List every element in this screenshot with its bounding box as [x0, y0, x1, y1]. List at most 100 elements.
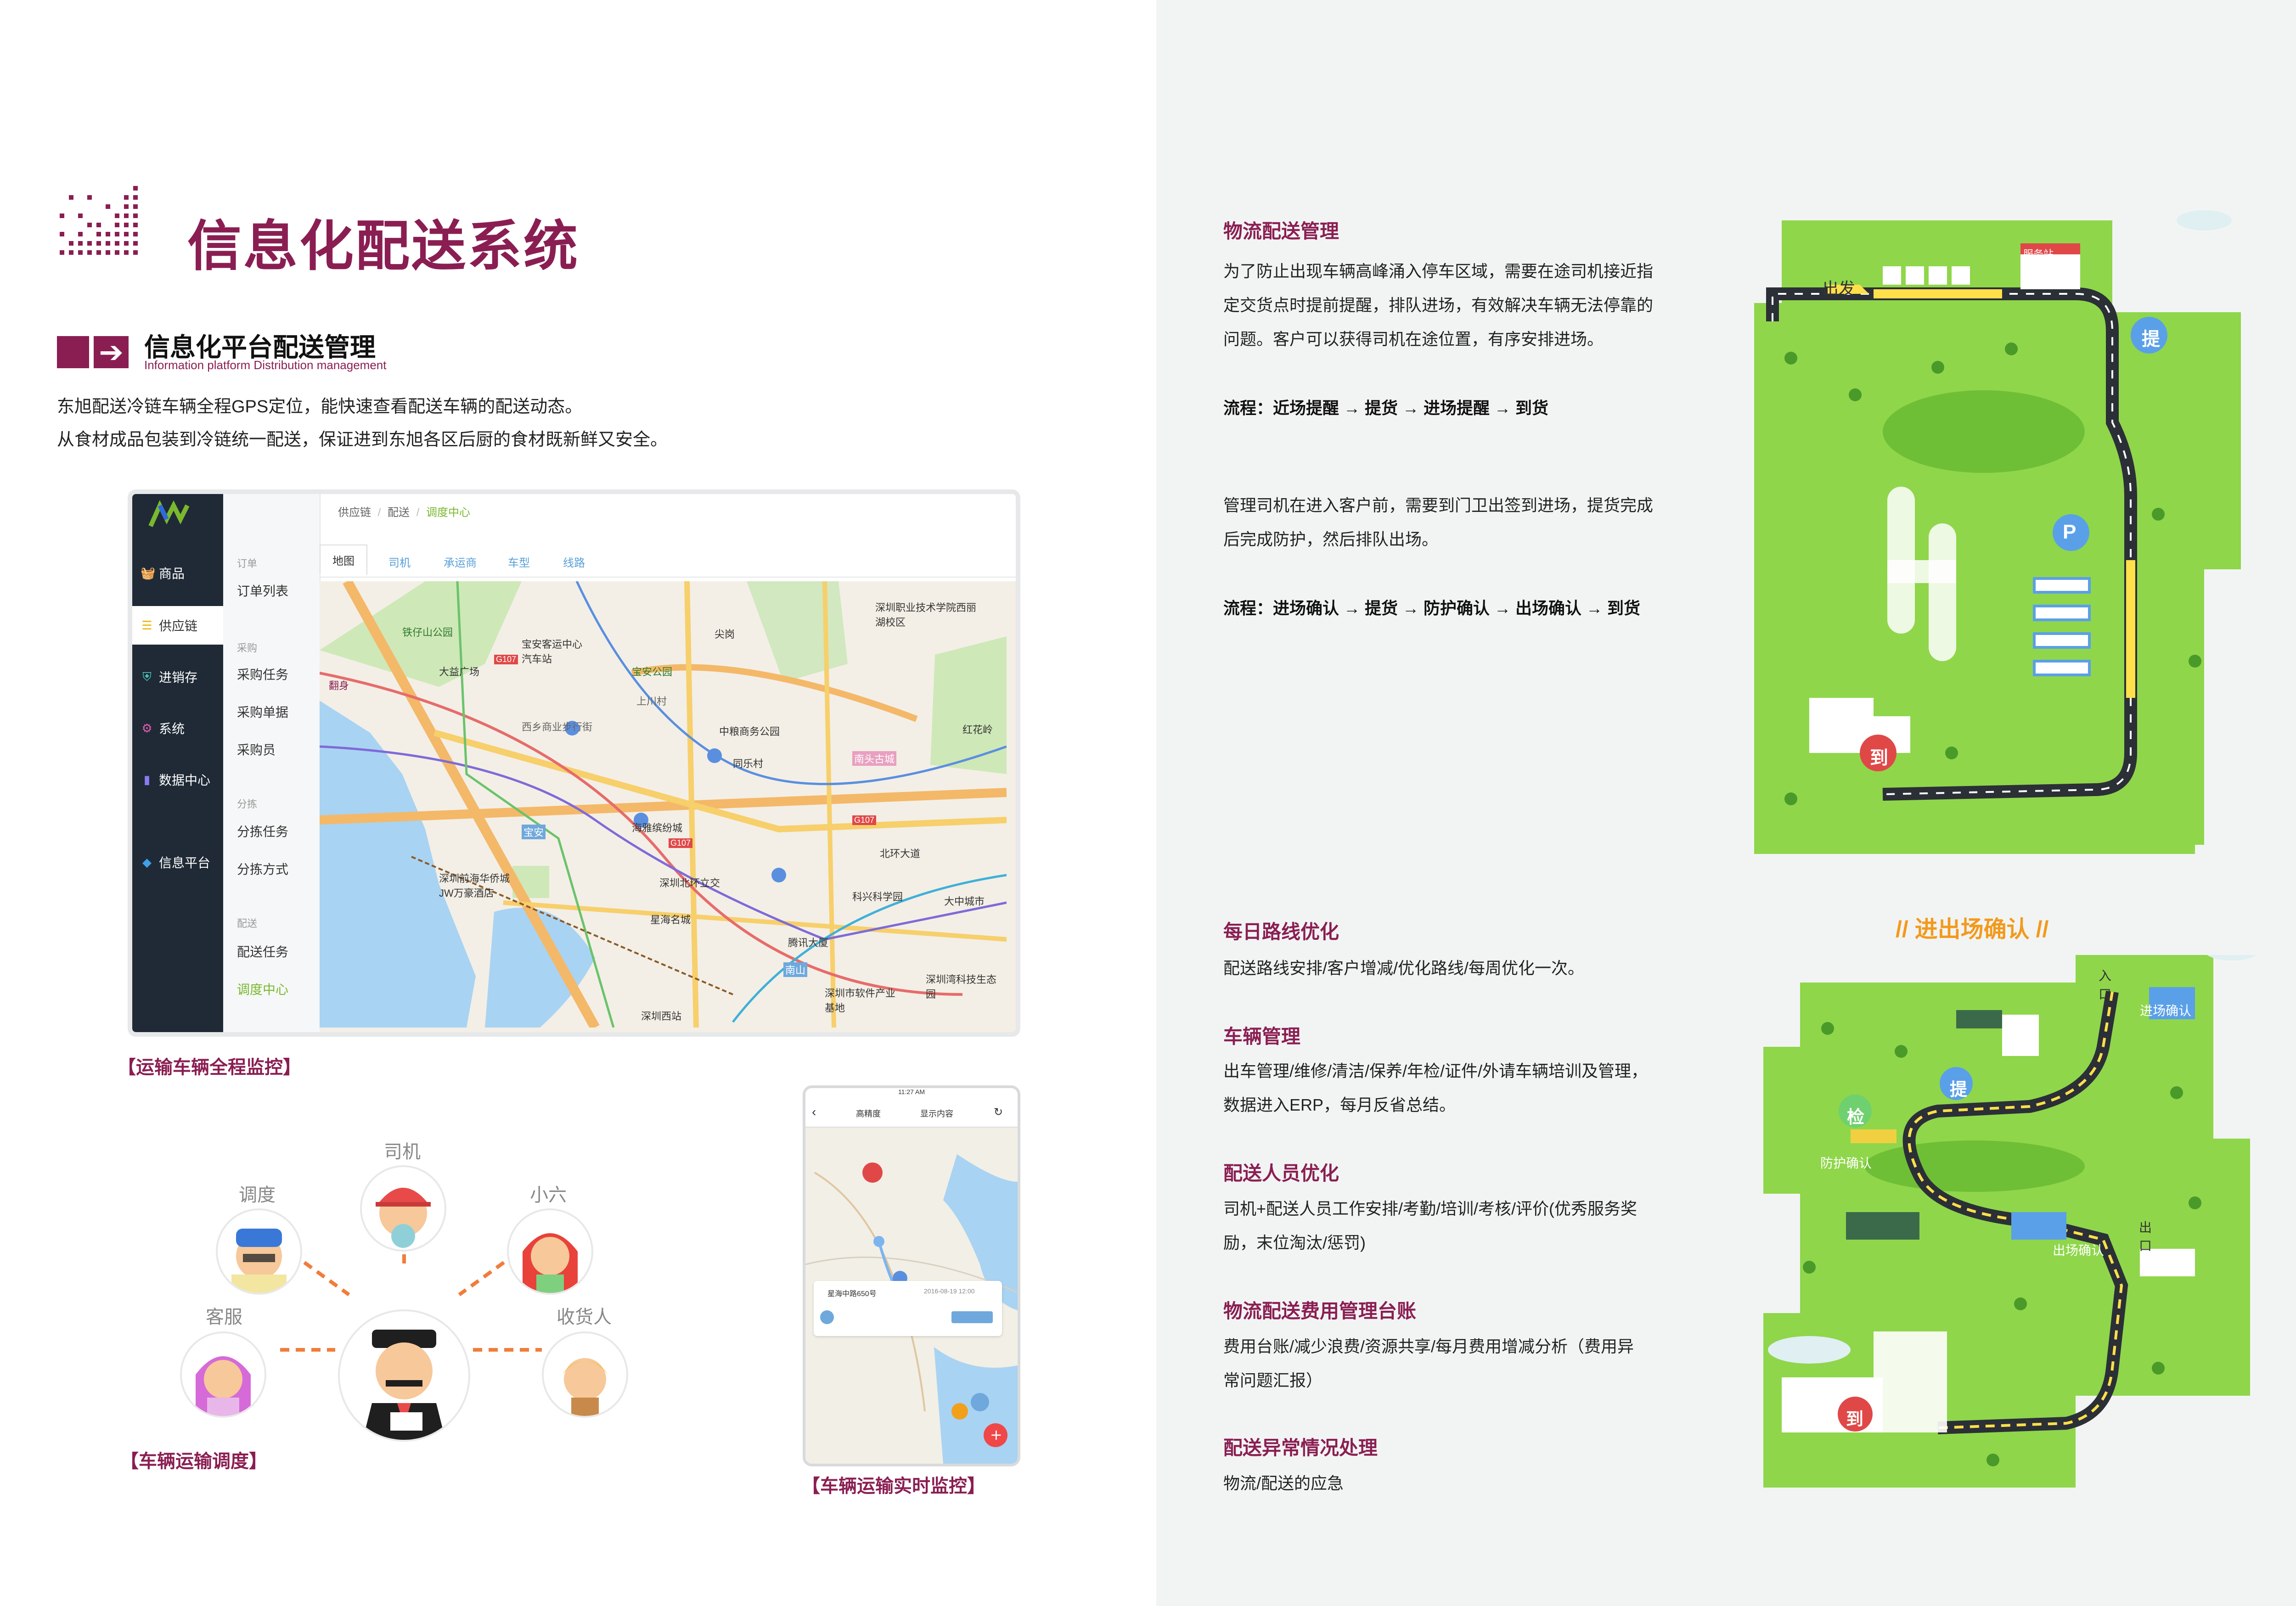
illus-label-arrive: 到 — [1870, 748, 1888, 768]
illus-label-exit-1: 出 — [2139, 1220, 2152, 1235]
filter-precision[interactable]: 高精度 — [856, 1109, 881, 1118]
tab-vehicle-type[interactable]: 车型 — [508, 557, 530, 569]
map-label: 深圳前海华侨城JW万豪酒店 — [439, 873, 510, 899]
submenu-header-sort: 分拣 — [237, 798, 258, 810]
role-label-driver: 司机 — [384, 1142, 421, 1162]
tab-carrier[interactable]: 承运商 — [444, 557, 477, 569]
map-label: 同乐村 — [733, 758, 764, 769]
illustration-title-entry-exit: // 进出场确认 // — [1896, 916, 2049, 942]
paragraph-staff: 司机+配送人员工作安排/考勤/培训/考核/评价(优秀服务奖 励，末位淘汰/惩罚) — [1223, 1199, 1638, 1252]
arrow-right-icon: ➔ — [94, 336, 129, 368]
map-label: 中粮商务公园 — [719, 726, 780, 737]
submenu-header-delivery: 配送 — [237, 918, 258, 929]
submenu-header-purchase: 采购 — [237, 642, 258, 654]
sidebar-item-supply-chain[interactable]: ☰供应链 — [132, 606, 223, 645]
illus-label-service-station: 服务站 — [2023, 248, 2054, 260]
refresh-icon[interactable]: ↻ — [994, 1106, 1003, 1118]
map-label: 宝安公园 — [632, 666, 673, 678]
sidebar-item-info-platform[interactable]: ◆信息平台 — [132, 843, 223, 882]
sidebar-item-system[interactable]: ⚙系统 — [132, 709, 223, 747]
filter-content[interactable]: 显示内容 — [920, 1109, 953, 1118]
illus-label-exit-2: 口 — [2139, 1239, 2152, 1253]
illus-label-entry-2: 口 — [2099, 987, 2112, 1001]
flow-entry-confirm: 流程：进场确认 → 提货 → 防护确认 → 出场确认 → 到货 — [1223, 599, 1641, 618]
illus-label-arrive-2: 到 — [1846, 1410, 1864, 1429]
avatar-customer-service — [180, 1331, 266, 1418]
submenu-item-order-list[interactable]: 订单列表 — [237, 584, 289, 598]
paragraph-logistics-1: 为了防止出现车辆高峰涌入停车区域，需要在途司机接近指 定交货点时提前提醒，排队进… — [1223, 262, 1654, 348]
map-label: 科兴科学园 — [852, 891, 903, 903]
breadcrumb-item[interactable]: 供应链 — [338, 506, 371, 519]
map-label: 南山 — [783, 962, 808, 977]
tab-map[interactable]: 地图 — [320, 545, 367, 575]
bar-chart-icon: ▮ — [143, 773, 151, 786]
map-label: 尖岗 — [715, 629, 735, 640]
breadcrumb-item[interactable]: 配送 — [388, 506, 410, 519]
driver-avatar-icon — [820, 1310, 834, 1324]
sidebar-item-data-center[interactable]: ▮数据中心 — [132, 760, 223, 799]
heading-exception-handling: 配送异常情况处理 — [1223, 1437, 1378, 1459]
map-label: 深圳职业技术学院西丽湖校区 — [875, 602, 977, 628]
paragraph-route: 配送路线安排/客户增减/优化路线/每周优化一次。 — [1223, 959, 1585, 977]
phone-status-bar: 11:27 AM — [805, 1088, 1018, 1099]
phone-map: + — [805, 1154, 1018, 1464]
paragraph-exception: 物流/配送的应急 — [1223, 1474, 1344, 1493]
illus-label-entry-confirm: 进场确认 — [2140, 1004, 2192, 1018]
heading-logistics-management: 物流配送管理 — [1223, 220, 1339, 242]
phone-toolbar: ‹ 高精度 显示内容 ↻ — [805, 1099, 1018, 1128]
highway-shield: G107 — [494, 655, 518, 664]
map-label: 深圳湾科技生态园 — [926, 974, 997, 1000]
map-label: 铁仔山公园 — [402, 627, 453, 638]
paragraph-cost: 费用台账/减少浪费/资源共享/每月费用增减分析（费用异 常问题汇报） — [1223, 1337, 1634, 1390]
submenu-item-delivery-task[interactable]: 配送任务 — [237, 945, 289, 959]
back-icon[interactable]: ‹ — [812, 1105, 816, 1119]
sidebar-item-inventory[interactable]: ⛨进销存 — [132, 657, 223, 696]
submenu-item-purchaser[interactable]: 采购员 — [237, 743, 276, 757]
tab-route[interactable]: 线路 — [563, 557, 585, 569]
tab-bar: 地图 司机 承运商 车型 线路 — [320, 540, 1016, 578]
avatar-manager — [338, 1309, 470, 1442]
tab-driver[interactable]: 司机 — [388, 557, 411, 569]
shield-icon: ⛨ — [142, 670, 152, 684]
entry-exit-illustration — [1763, 955, 2257, 1488]
map-label: 深圳西站 — [641, 1011, 682, 1022]
map-label: 海雅缤纷城 — [632, 822, 683, 834]
illus-label-pickup-2: 提 — [1950, 1080, 1968, 1100]
breadcrumb: 供应链 / 配送 / 调度中心 — [338, 503, 470, 519]
section-subtitle: Information platform Distribution manage… — [144, 358, 387, 372]
gear-icon: ⚙ — [141, 721, 152, 735]
phone-date: 2016-08-19 12:00 — [924, 1287, 975, 1295]
illus-label-protection-confirm: 防护确认 — [1820, 1156, 1872, 1170]
app-main: 供应链 / 配送 / 调度中心 地图 司机 承运商 车型 线路 — [320, 494, 1016, 1032]
app-sidebar: 🧺商品 ☰供应链 ⛨进销存 ⚙系统 ▮数据中心 ◆信息平台 — [132, 494, 223, 1032]
map-label: 宝安客运中心汽车站 — [522, 639, 583, 665]
highway-shield: G107 — [669, 838, 693, 848]
submenu-item-purchase-task[interactable]: 采购任务 — [237, 668, 289, 682]
page-title: 信息化配送系统 — [187, 216, 580, 277]
flow-near-arrival: 流程：近场提醒 → 提货 → 进场提醒 → 到货 — [1223, 399, 1549, 417]
caption-vehicle-monitor: 【运输车辆全程监控】 — [118, 1057, 301, 1078]
avatar-driver — [360, 1165, 446, 1252]
breadcrumb-separator: / — [416, 506, 420, 519]
mobile-monitor-screenshot: 11:27 AM ‹ 高精度 显示内容 ↻ + 星海中路650号 2016-08… — [803, 1085, 1020, 1466]
phone-info-card[interactable]: 星海中路650号 2016-08-19 12:00 — [814, 1281, 1002, 1336]
map-label: 翻身 — [329, 680, 349, 691]
cube-icon: ◆ — [142, 855, 152, 869]
heading-staff-optimization: 配送人员优化 — [1223, 1162, 1339, 1184]
avatar-dispatcher — [216, 1208, 302, 1295]
submenu-item-sort-task[interactable]: 分拣任务 — [237, 825, 289, 839]
illus-label-inspect: 检 — [1847, 1108, 1865, 1127]
illus-label-entry-1: 入 — [2099, 969, 2112, 983]
sidebar-item-goods[interactable]: 🧺商品 — [141, 566, 185, 581]
map-label: 大中城市 — [944, 896, 985, 907]
intro-line: 东旭配送冷链车辆全程GPS定位，能快速查看配送车辆的配送动态。 — [57, 397, 583, 416]
dispatch-map[interactable]: 铁仔山公园 宝安客运中心汽车站 大益广场 宝安公园 尖岗 深圳职业技术学院西丽湖… — [320, 581, 1016, 1032]
submenu-item-dispatch-center[interactable]: 调度中心 — [237, 983, 289, 997]
submenu-item-sort-method[interactable]: 分拣方式 — [237, 862, 289, 876]
heading-vehicle-management: 车辆管理 — [1223, 1026, 1301, 1047]
map-label: 深圳北环立交 — [659, 877, 720, 889]
map-label: 腾讯大厦 — [788, 937, 829, 949]
illus-label-depart: 出发 — [1822, 279, 1856, 298]
submenu-item-purchase-doc[interactable]: 采购单据 — [237, 705, 289, 719]
role-label-xiaoliu: 小六 — [530, 1185, 567, 1205]
